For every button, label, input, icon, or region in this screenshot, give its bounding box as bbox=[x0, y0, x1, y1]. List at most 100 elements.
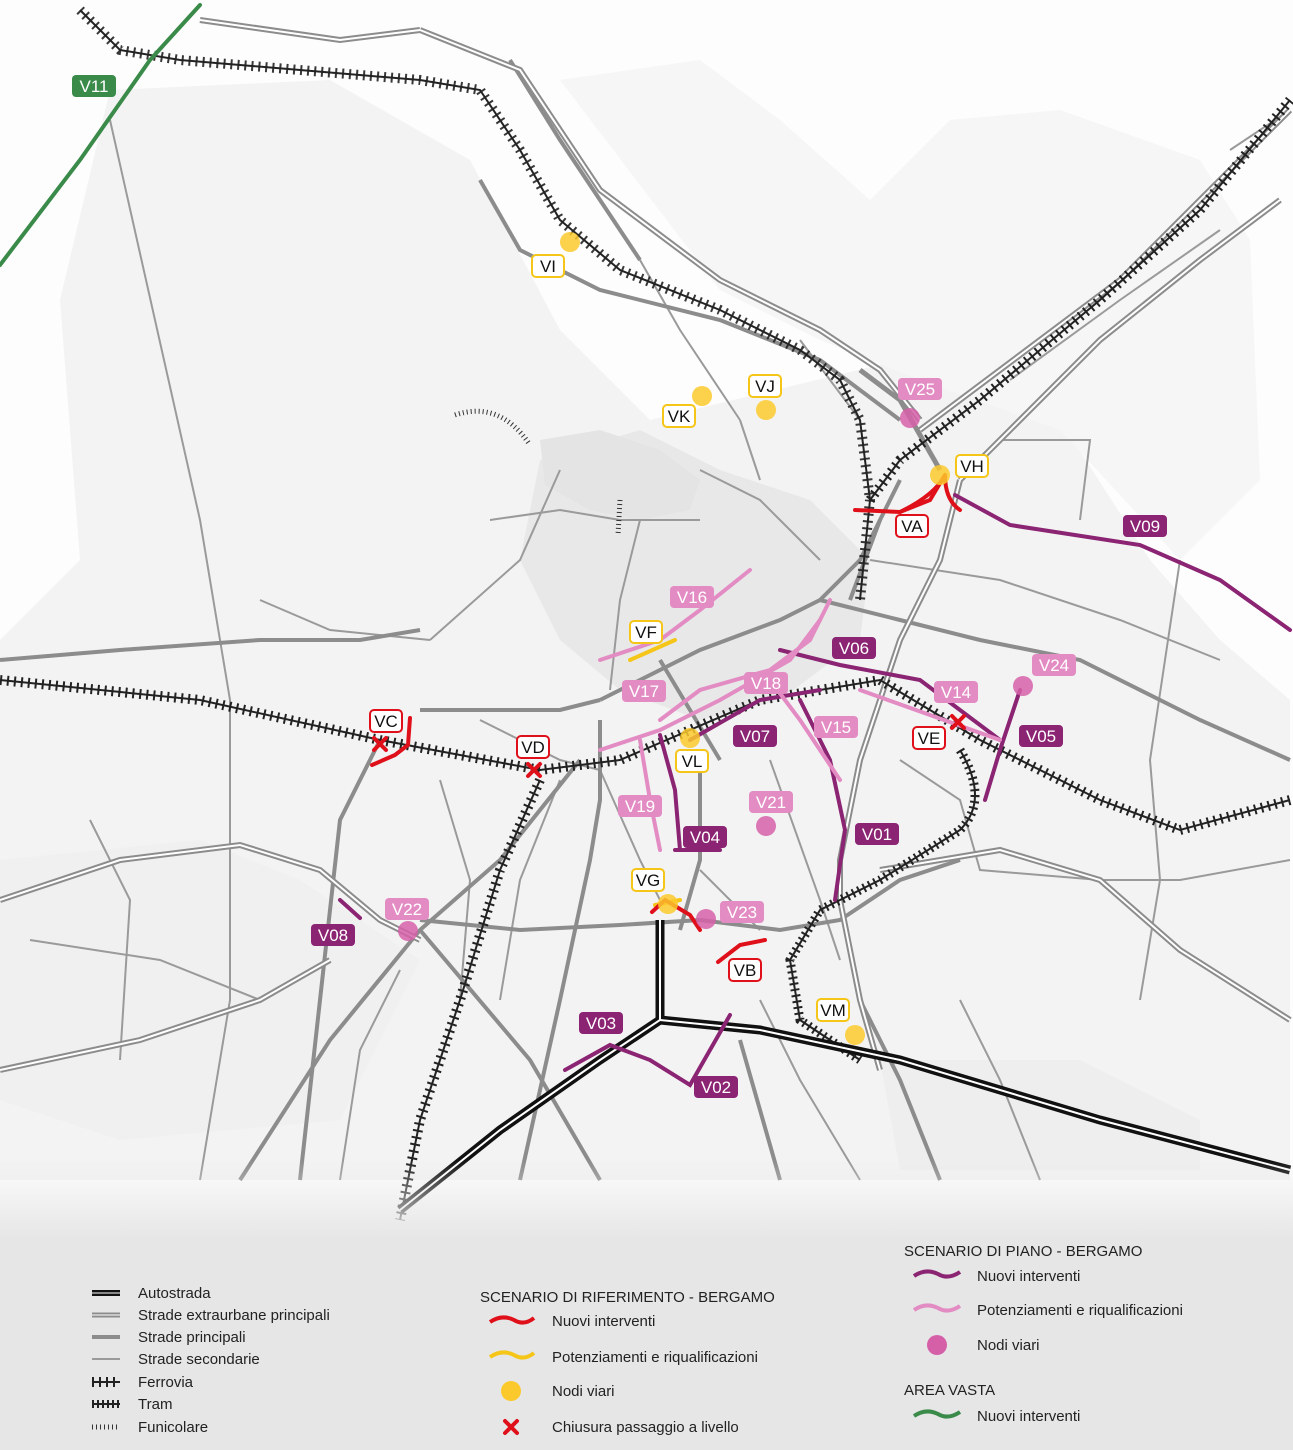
map-label-text: VE bbox=[918, 729, 941, 748]
pink-wave-icon bbox=[912, 1303, 962, 1313]
legend-label: Strade secondarie bbox=[138, 1351, 260, 1368]
closure-cross-icon bbox=[950, 714, 966, 730]
map-label-text: V06 bbox=[839, 639, 869, 658]
map-label-text: V07 bbox=[740, 727, 770, 746]
map-label-text: V03 bbox=[586, 1014, 616, 1033]
map-label-text: V19 bbox=[625, 797, 655, 816]
map-label-vc: VC bbox=[369, 709, 403, 733]
legend-title: SCENARIO DI RIFERIMENTO - BERGAMO bbox=[480, 1289, 775, 1306]
ref-node bbox=[680, 728, 700, 748]
legend-riferimento: SCENARIO DI RIFERIMENTO - BERGAMO Nuovi … bbox=[480, 1289, 775, 1436]
map-label-v11: V11 bbox=[72, 75, 116, 97]
map-label-text: V21 bbox=[756, 793, 786, 812]
red-wave-icon bbox=[488, 1315, 536, 1325]
ref-node bbox=[930, 465, 950, 485]
plan-node bbox=[1013, 676, 1033, 696]
map-label-v02: V02 bbox=[694, 1076, 738, 1098]
map-label-v22: V22 bbox=[385, 898, 429, 920]
map-label-text: VH bbox=[960, 457, 984, 476]
map-label-v06: V06 bbox=[832, 637, 876, 659]
map-label-v03: V03 bbox=[579, 1012, 623, 1034]
autostrada bbox=[397, 920, 1292, 1214]
map-label-v18: V18 bbox=[744, 672, 788, 694]
legend-label: Nodi viari bbox=[977, 1337, 1040, 1354]
map-label-text: V04 bbox=[690, 828, 720, 847]
tram-line bbox=[785, 747, 980, 1064]
map-label-v16: V16 bbox=[670, 586, 714, 608]
map-label-text: V01 bbox=[862, 825, 892, 844]
map-label-vl: VL bbox=[675, 749, 709, 773]
yellow-wave-icon bbox=[488, 1350, 536, 1360]
legend-label: Nuovi interventi bbox=[977, 1408, 1080, 1425]
ref-node bbox=[756, 400, 776, 420]
map-label-text: VG bbox=[636, 871, 661, 890]
green-wave-icon bbox=[912, 1409, 962, 1419]
map-label-text: V09 bbox=[1130, 517, 1160, 536]
map-label-vm: VM bbox=[816, 998, 850, 1022]
map-label-text: V23 bbox=[727, 903, 757, 922]
map-label-vb: VB bbox=[728, 958, 762, 982]
map-label-vk: VK bbox=[662, 404, 696, 428]
main-roads bbox=[0, 58, 1291, 1182]
map-label-vd: VD bbox=[516, 735, 550, 759]
map-label-vf: VF bbox=[629, 620, 663, 644]
closure-cross-icon bbox=[526, 762, 542, 778]
map-label-text: VA bbox=[901, 517, 923, 536]
map-label-vh: VH bbox=[955, 454, 989, 478]
map-label-text: VK bbox=[668, 407, 691, 426]
ref-node bbox=[658, 894, 678, 914]
map-label-v25: V25 bbox=[898, 378, 942, 400]
legend-label: Nuovi interventi bbox=[552, 1313, 655, 1330]
area-vasta-new bbox=[0, 3, 202, 267]
map-label-v08: V08 bbox=[311, 924, 355, 946]
map-label-text: V16 bbox=[677, 588, 707, 607]
plan-node bbox=[398, 921, 418, 941]
plan-node bbox=[900, 408, 920, 428]
map-label-v04: V04 bbox=[683, 826, 727, 848]
map-label-v17: V17 bbox=[622, 680, 666, 702]
map-label-vj: VJ bbox=[748, 374, 782, 398]
map-label-vi: VI bbox=[531, 254, 565, 278]
map-label-text: V02 bbox=[701, 1078, 731, 1097]
yellow-dot-icon bbox=[501, 1381, 521, 1401]
legend-fade bbox=[0, 1160, 1293, 1240]
legend-title: AREA VASTA bbox=[904, 1382, 995, 1399]
legend-piano: SCENARIO DI PIANO - BERGAMO Nuovi interv… bbox=[904, 1243, 1183, 1425]
map-label-text: VF bbox=[635, 623, 657, 642]
legend-label: Funicolare bbox=[138, 1419, 208, 1436]
map-label-text: V05 bbox=[1026, 727, 1056, 746]
map-label-text: V17 bbox=[629, 682, 659, 701]
map-label-v07: V07 bbox=[733, 725, 777, 747]
legend-label: Tram bbox=[138, 1396, 172, 1413]
legend-label: Ferrovia bbox=[138, 1374, 194, 1391]
red-cross-icon bbox=[503, 1419, 519, 1435]
map-label-v09: V09 bbox=[1123, 515, 1167, 537]
map-label-vg: VG bbox=[631, 868, 665, 892]
map-label-text: VJ bbox=[755, 377, 775, 396]
map-label-text: VC bbox=[374, 712, 398, 731]
map-label-va: VA bbox=[895, 514, 929, 538]
closures-layer bbox=[372, 714, 966, 778]
plan-node bbox=[756, 816, 776, 836]
map-label-text: V15 bbox=[821, 718, 851, 737]
map-label-v05: V05 bbox=[1019, 725, 1063, 747]
map-label-text: V25 bbox=[905, 380, 935, 399]
map-label-v15: V15 bbox=[814, 716, 858, 738]
ref-node bbox=[560, 232, 580, 252]
closure-cross-icon bbox=[372, 736, 388, 752]
map-label-v01: V01 bbox=[855, 823, 899, 845]
map-label-text: VB bbox=[734, 961, 757, 980]
ref-node bbox=[845, 1025, 865, 1045]
legend-label: Nuovi interventi bbox=[977, 1268, 1080, 1285]
plan-node bbox=[696, 909, 716, 929]
legend-base: Autostrada Strade extraurbane principali… bbox=[92, 1285, 330, 1436]
map-label-text: VM bbox=[820, 1001, 846, 1020]
legend: Autostrada Strade extraurbane principali… bbox=[92, 1243, 1183, 1436]
ref-node bbox=[692, 386, 712, 406]
legend-label: Potenziamenti e riqualificazioni bbox=[552, 1349, 758, 1366]
map-label-v23: V23 bbox=[720, 901, 764, 923]
purple-wave-icon bbox=[912, 1269, 962, 1279]
map-label-v19: V19 bbox=[618, 795, 662, 817]
map-label-text: V24 bbox=[1039, 656, 1069, 675]
